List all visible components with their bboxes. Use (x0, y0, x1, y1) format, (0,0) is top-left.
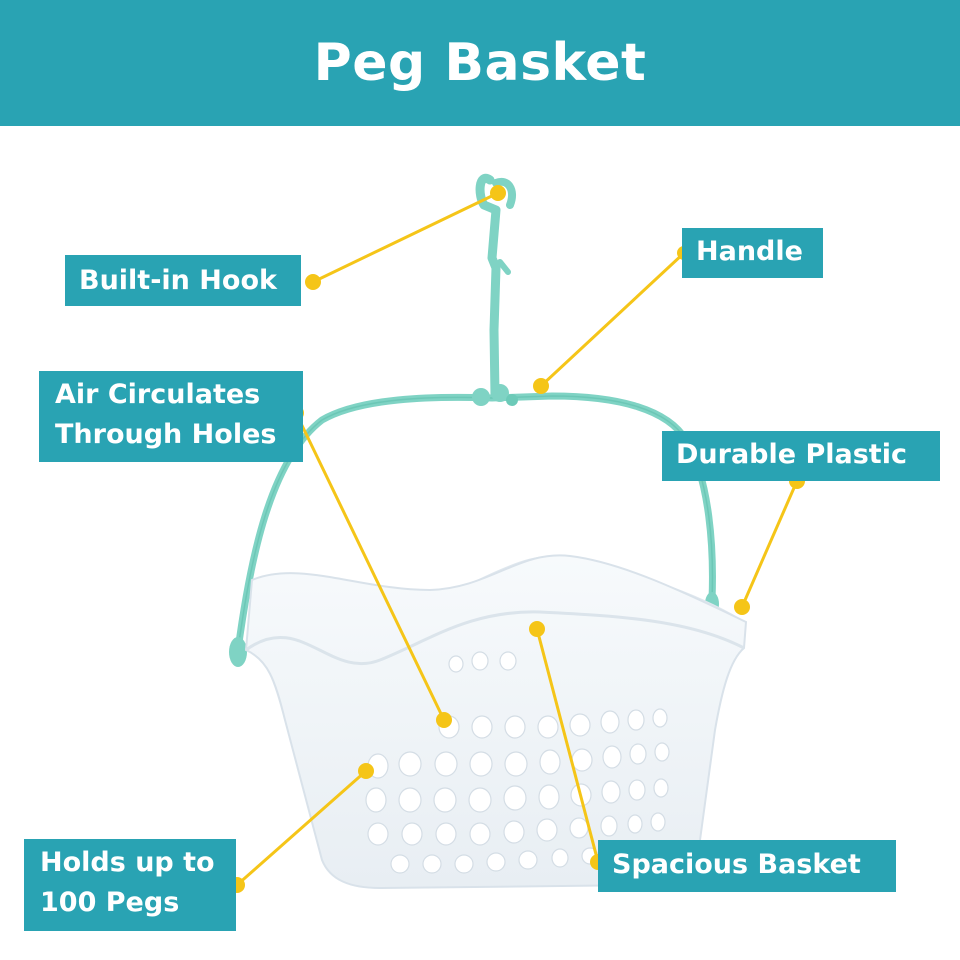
callout-handle-label: Handle (696, 236, 803, 267)
callout-holds-line1: Holds up to (40, 847, 215, 878)
callout-holds-line2: 100 Pegs (40, 887, 180, 918)
page-title: Peg Basket (313, 33, 647, 93)
callout-air-line1: Air Circulates (55, 379, 261, 410)
callout-spacious-basket-label: Spacious Basket (612, 849, 861, 880)
callout-spacious-basket: Spacious Basket (598, 840, 896, 892)
callout-handle: Handle (682, 228, 823, 278)
callout-holds-pegs: Holds up to 100 Pegs (24, 839, 236, 931)
callout-built-in-hook: Built-in Hook (65, 255, 301, 306)
basket-icon (244, 554, 748, 890)
hook-icon (475, 173, 517, 400)
callout-built-in-hook-label: Built-in Hook (79, 265, 277, 296)
header-banner: Peg Basket (0, 0, 960, 126)
callout-durable-plastic: Durable Plastic (662, 431, 940, 481)
callout-air-line2: Through Holes (55, 419, 277, 450)
callout-durable-plastic-label: Durable Plastic (676, 439, 907, 470)
callout-air-circulates: Air Circulates Through Holes (39, 371, 303, 462)
